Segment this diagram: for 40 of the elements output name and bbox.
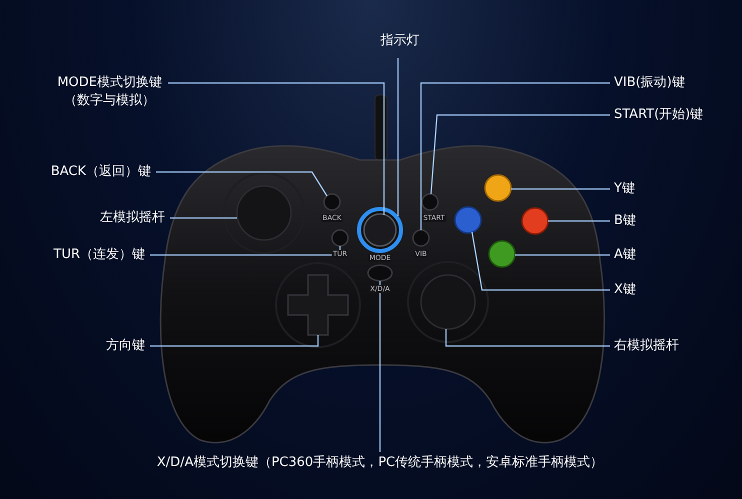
leader-line bbox=[150, 335, 319, 347]
callout-label: BACK（返回）键 bbox=[50, 163, 151, 181]
callout-label: X/D/A模式切换键（PC360手柄模式，PC传统手柄模式，安卓标准手柄模式） bbox=[156, 454, 604, 472]
leader-line bbox=[548, 220, 610, 222]
callout-label: Y键 bbox=[614, 180, 635, 198]
leader-line bbox=[379, 281, 381, 452]
vibration-button bbox=[412, 229, 430, 247]
d-pad bbox=[287, 274, 349, 336]
leader-line bbox=[471, 232, 610, 291]
callout-label: X键 bbox=[614, 281, 636, 299]
callout-label: MODE模式切换键 bbox=[57, 74, 162, 92]
callout-label: START(开始)键 bbox=[614, 106, 704, 124]
y-button bbox=[484, 174, 512, 202]
leader-line bbox=[156, 171, 328, 196]
callout-label: （数字与模拟） bbox=[64, 92, 156, 110]
a-button bbox=[488, 240, 516, 268]
leader-line bbox=[511, 188, 610, 190]
callout-label: 方向键 bbox=[106, 337, 145, 355]
leader-line bbox=[397, 58, 399, 216]
callout-label: 右模拟摇杆 bbox=[614, 337, 679, 355]
callout-label: VIB(振动)键 bbox=[614, 74, 685, 92]
x-button bbox=[454, 206, 482, 234]
leader-line bbox=[445, 329, 610, 347]
leader-line bbox=[515, 254, 610, 256]
leader-line bbox=[170, 217, 237, 219]
right-analog-stick bbox=[420, 274, 476, 330]
back-button bbox=[323, 193, 341, 211]
callout-label: 指示灯 bbox=[380, 32, 420, 50]
callout-label: 左模拟摇杆 bbox=[100, 209, 165, 227]
leader-line bbox=[168, 82, 385, 215]
turbo-button bbox=[331, 229, 349, 247]
leader-line bbox=[430, 114, 610, 194]
leader-line bbox=[420, 82, 610, 230]
callout-label: B键 bbox=[614, 212, 636, 230]
left-analog-stick bbox=[236, 185, 292, 241]
leader-line bbox=[150, 246, 341, 256]
b-button bbox=[521, 207, 549, 235]
mode-button bbox=[363, 213, 397, 247]
callout-label: TUR（连发）键 bbox=[54, 246, 145, 264]
callout-label: A键 bbox=[614, 246, 636, 264]
